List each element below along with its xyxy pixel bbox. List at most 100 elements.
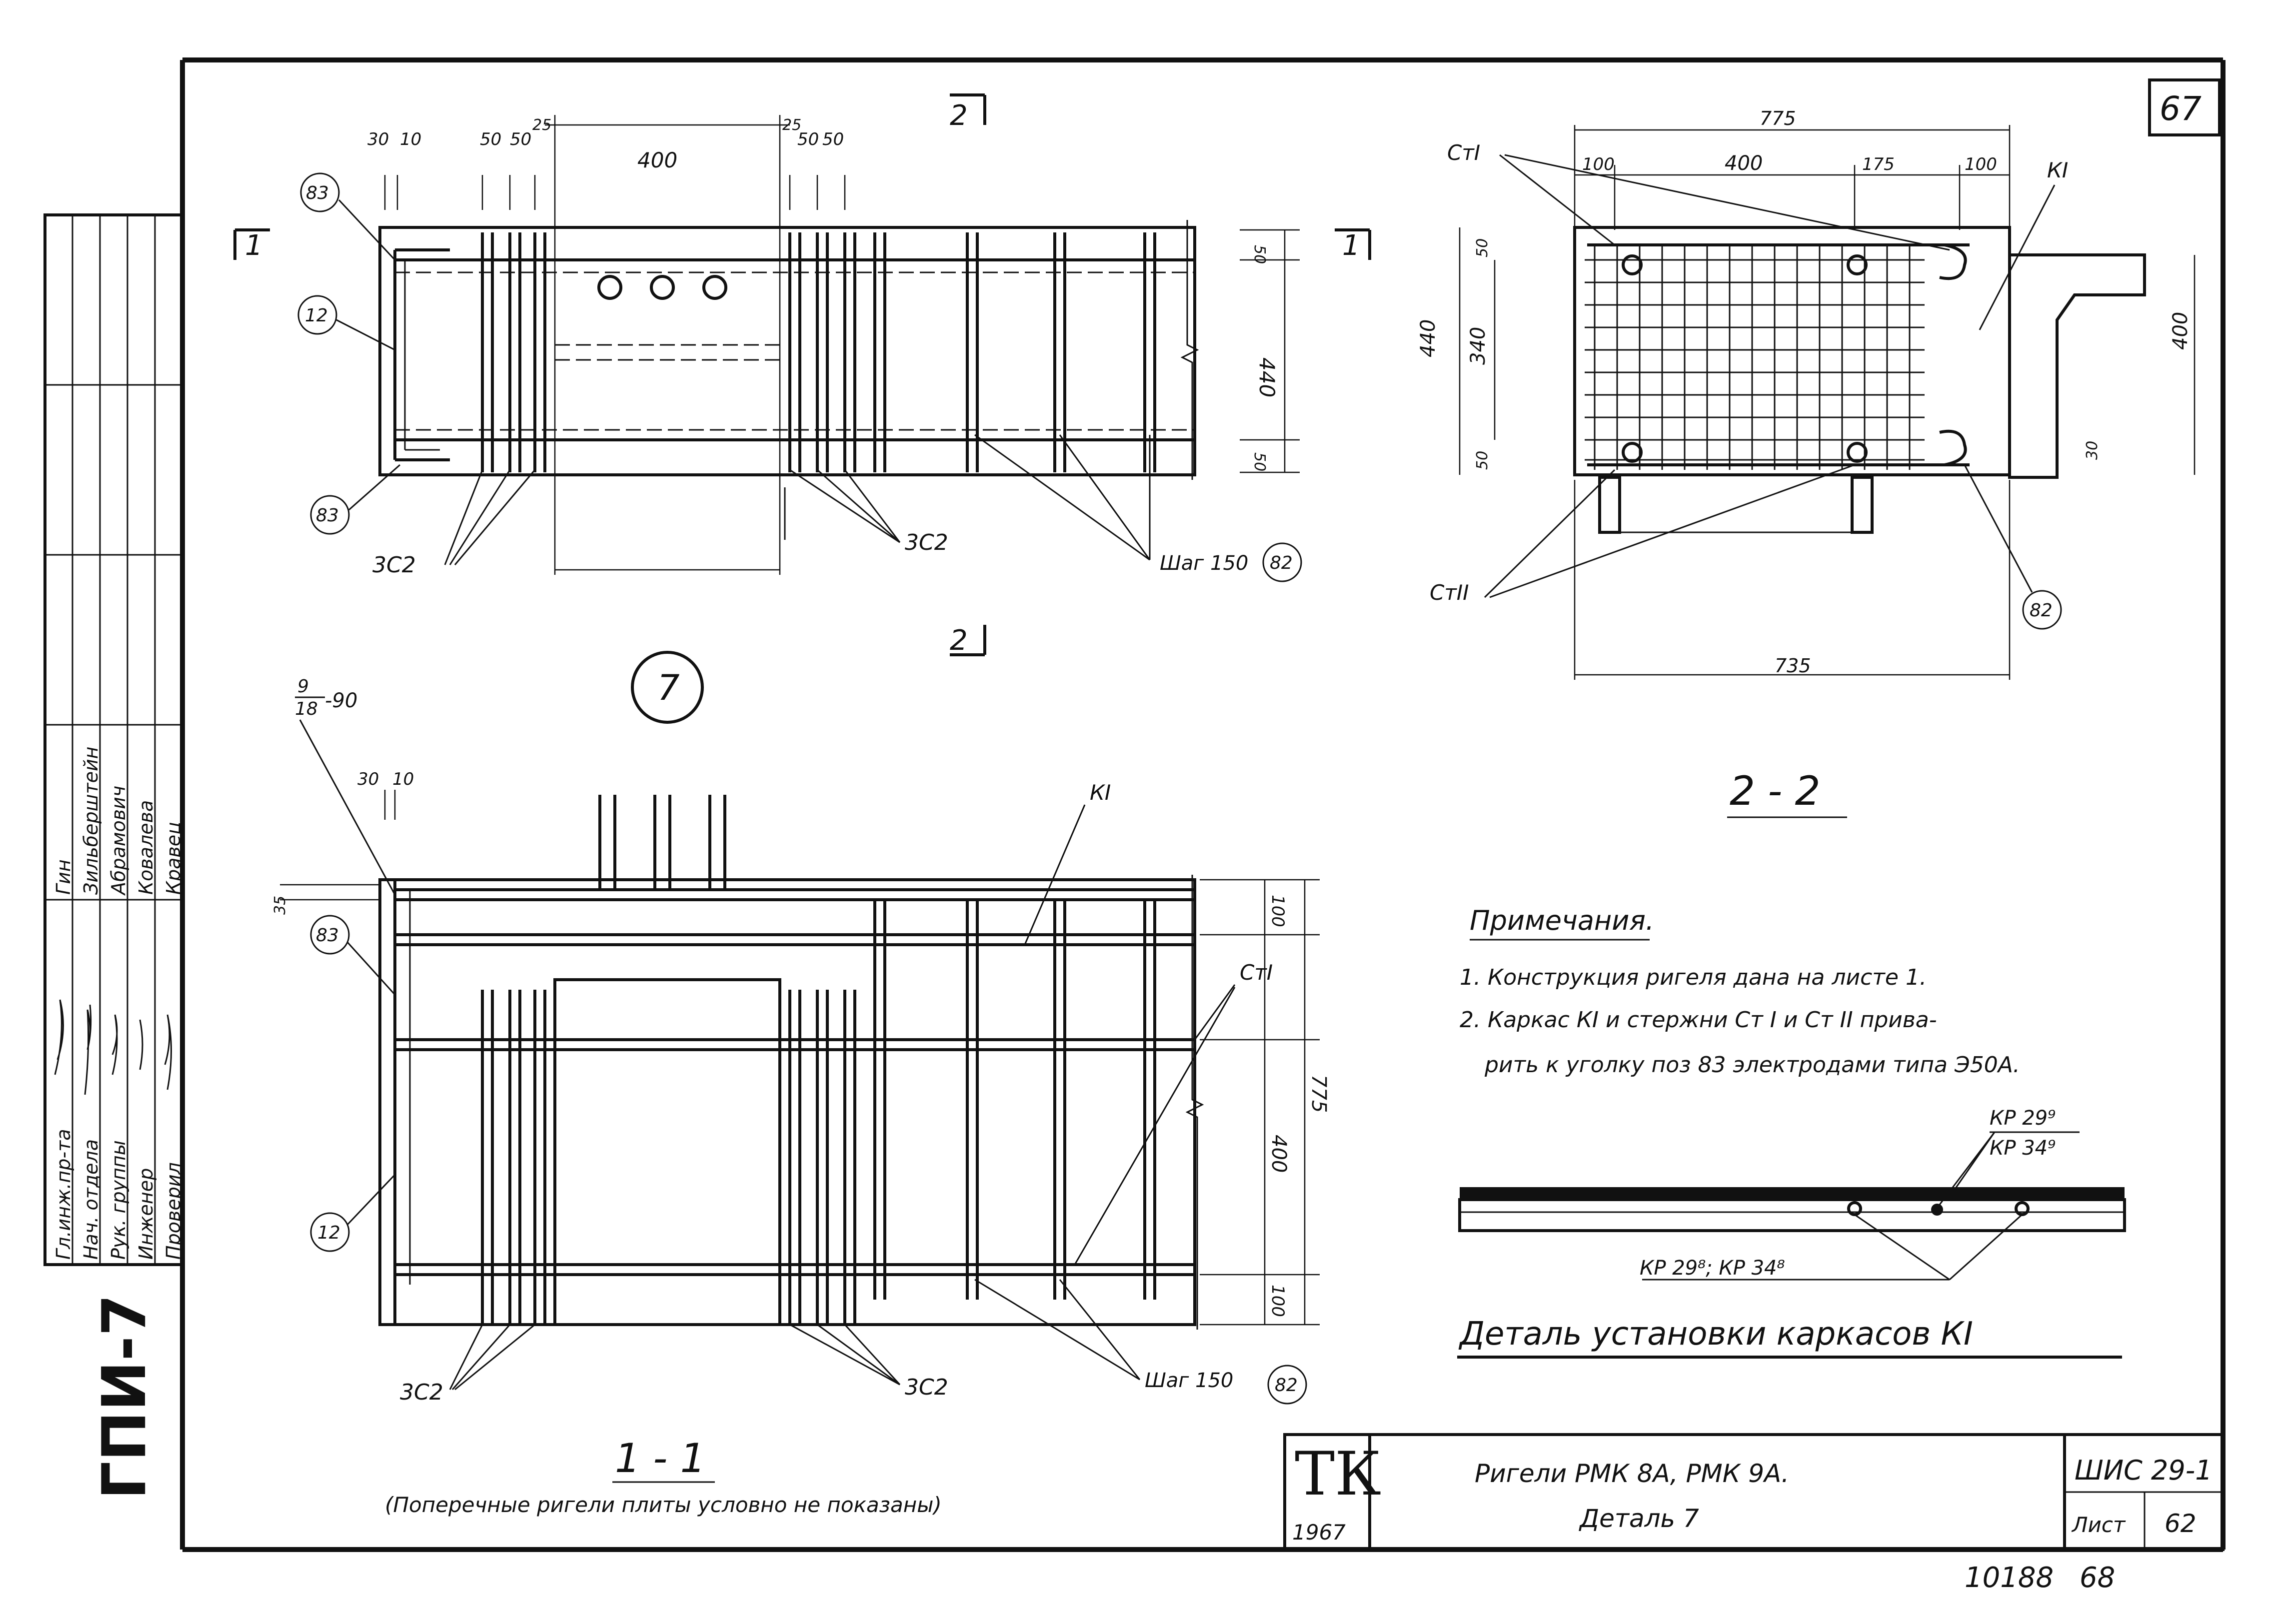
role-1: Гл.инж.пр-та <box>52 1129 74 1260</box>
weld-fraction-bottom: 18 <box>295 699 318 719</box>
series: ШИС 29-1 <box>2075 1455 2213 1486</box>
dim-50g: 50 <box>1474 238 1491 257</box>
dim-30a: 30 <box>2084 441 2101 460</box>
weld-suffix: -90 <box>325 689 357 712</box>
stamp-label: ГПИ-7 <box>90 1294 159 1500</box>
dim-100d: 100 <box>1268 1285 1288 1317</box>
dim-50e: 50 <box>1251 245 1268 264</box>
callout-83-section: 83 <box>316 925 339 946</box>
cut-mark-1-right: 1 <box>1342 229 1360 262</box>
label-k1-section: КI <box>1090 780 1111 805</box>
callout-82-top: 82 <box>1270 553 1293 573</box>
cut-mark-2-bottom: 2 <box>950 624 968 657</box>
name-1: Гин <box>52 859 74 895</box>
cut-mark-2-top: 2 <box>950 99 968 132</box>
dim-440b: 440 <box>1417 319 1440 357</box>
section-2-2: 775 100 400 175 100 440 340 50 50 400 30… <box>1417 107 2196 818</box>
dim-50f: 50 <box>1251 452 1268 471</box>
title-block: ТК 1967 Ригели РМК 8А, РМК 9А. Деталь 7 … <box>1283 1433 2225 1551</box>
dim-775a: 775 <box>1760 107 1796 129</box>
title-line-2: Деталь 7 <box>1579 1504 1699 1533</box>
note-3: рить к уголку поз 83 электродами типа Э5… <box>1484 1052 2020 1078</box>
weld-fraction-top: 9 <box>297 676 309 697</box>
dim-100a: 100 <box>1582 154 1615 174</box>
dim-440a: 440 <box>1255 357 1279 397</box>
dim-400a: 400 <box>637 148 677 172</box>
callout-83-bottom: 83 <box>316 505 339 526</box>
label-k1-top: КI <box>2047 158 2068 182</box>
title-line-1: Ригели РМК 8А, РМК 9А. <box>1475 1459 1789 1488</box>
name-3: Абрамович <box>107 786 129 896</box>
dim-400c: 400 <box>2169 312 2192 350</box>
dim-340: 340 <box>1467 327 1490 365</box>
sheet-label: Лист <box>2071 1513 2126 1537</box>
role-3: Рук. группы <box>107 1140 129 1260</box>
logo: ТК <box>1295 1440 1381 1509</box>
cut-mark-1-left: 1 <box>245 229 263 262</box>
role-5: Проверил <box>162 1162 184 1260</box>
section-1-1-title: 1 - 1 <box>615 1435 706 1482</box>
label-3c2-section-left: 3С2 <box>400 1380 443 1405</box>
dim-30a: 30 <box>367 129 389 149</box>
label-ct1-section: СтI <box>1240 960 1273 985</box>
notes-block: Примечания. 1. Конструкция ригеля дана н… <box>1460 905 2020 1078</box>
label-kp-top-2: КР 34⁹ <box>1990 1137 2056 1160</box>
dim-25b: 25 <box>782 116 801 134</box>
label-3c2-section-right: 3С2 <box>905 1375 948 1400</box>
dim-35: 35 <box>271 896 289 915</box>
dim-50d: 50 <box>822 129 844 149</box>
callout-12-top: 12 <box>305 305 328 326</box>
bottom-sheet: 68 <box>2080 1562 2115 1594</box>
dim-30b: 30 <box>357 769 379 789</box>
frame-install-detail: КР 29⁹ КР 34⁹ КР 29⁸; КР 34⁸ Деталь уста… <box>1457 1107 2126 1359</box>
dim-25a: 25 <box>532 116 551 134</box>
bottom-number: 10188 <box>1965 1562 2054 1594</box>
label-step-top: Шаг 150 <box>1160 552 1248 575</box>
dim-50a: 50 <box>480 129 501 149</box>
callout-82-section-bottom: 82 <box>1275 1375 1298 1396</box>
dim-100b: 100 <box>1965 154 1997 174</box>
year: 1967 <box>1292 1520 1346 1545</box>
name-4: Ковалева <box>135 800 157 895</box>
detail-number-marker: 7 <box>631 651 704 724</box>
dim-10b: 10 <box>392 769 414 789</box>
plan-view: 30 10 50 50 25 400 25 50 50 440 50 50 1 … <box>233 93 1371 657</box>
signature-table: Гл.инж.пр-та Нач. отдела Рук. группы Инж… <box>43 213 184 1266</box>
section-2-2-title: 2 - 2 <box>1730 768 1821 814</box>
callout-83-top: 83 <box>306 183 329 203</box>
role-2: Нач. отдела <box>80 1139 102 1260</box>
label-kp-bottom: КР 29⁸; КР 34⁸ <box>1640 1257 1785 1280</box>
label-3c2-left: 3С2 <box>372 552 416 578</box>
name-2: Зильберштейн <box>80 746 102 895</box>
label-ct2: СтII <box>1430 580 1469 605</box>
dim-10a: 10 <box>400 129 421 149</box>
note-2: 2. Каркас КI и стержни Ст I и Ст II прив… <box>1460 1007 1937 1033</box>
label-ct1-top: СтI <box>1447 140 1480 165</box>
note-1: 1. Конструкция ригеля дана на листе 1. <box>1460 965 1927 990</box>
dim-50c: 50 <box>797 129 819 149</box>
notes-heading: Примечания. <box>1470 905 1654 936</box>
role-4: Инженер <box>135 1168 157 1260</box>
dim-400b: 400 <box>1725 152 1763 175</box>
dim-50h: 50 <box>1474 451 1491 470</box>
callout-12-section: 12 <box>317 1223 340 1243</box>
dim-175: 175 <box>1862 154 1895 174</box>
label-step-section: Шаг 150 <box>1145 1369 1233 1392</box>
handwritten-signatures <box>54 999 172 1095</box>
section-1-1: 9 18 -90 30 10 <box>271 676 1330 1517</box>
dim-50b: 50 <box>510 129 531 149</box>
label-3c2-right: 3С2 <box>905 530 948 555</box>
callout-82-section: 82 <box>2030 600 2053 621</box>
dim-400d: 400 <box>1267 1135 1290 1173</box>
sheet-number: 62 <box>2165 1509 2197 1538</box>
label-kp-top-1: КР 29⁹ <box>1990 1107 2056 1130</box>
name-5: Кравец <box>162 822 184 895</box>
dim-735: 735 <box>1775 655 1811 677</box>
frame-install-title: Деталь установки каркасов КI <box>1458 1316 1973 1353</box>
dim-100c: 100 <box>1268 895 1288 927</box>
page-number-box: 67 <box>2148 78 2221 136</box>
section-1-1-note: (Поперечные ригели плиты условно не пока… <box>385 1493 942 1517</box>
page-number: 67 <box>2160 89 2202 128</box>
detail-number: 7 <box>657 667 680 708</box>
